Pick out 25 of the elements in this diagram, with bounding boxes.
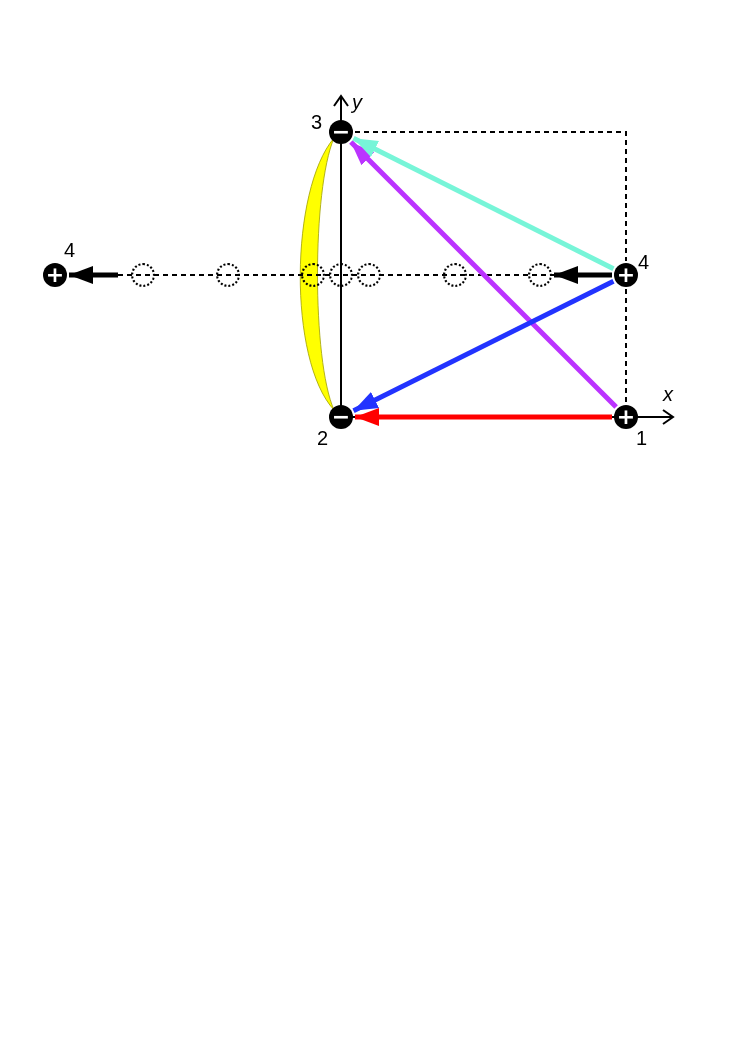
dotted-circle: [357, 263, 381, 287]
dotted-circle: [216, 263, 240, 287]
dotted-circle: [528, 263, 552, 287]
charge-number: 2: [317, 428, 329, 448]
charge-number: 1: [636, 428, 648, 448]
charge-sign: +: [45, 266, 65, 284]
axis-label: y: [352, 92, 362, 112]
charge-sign: −: [331, 408, 351, 426]
arrow: [349, 140, 618, 409]
charge-number: 3: [311, 112, 323, 132]
charge-sign: +: [616, 408, 636, 426]
dotted-circle: [131, 263, 155, 287]
dotted-circle: [329, 263, 353, 287]
charge-sign: +: [616, 266, 636, 284]
arrow: [355, 408, 612, 426]
dotted-circle: [443, 263, 467, 287]
dotted-circle: [301, 263, 325, 287]
axis-label: x: [663, 384, 673, 404]
dashed-line: [625, 288, 627, 404]
arrow: [352, 279, 615, 413]
arrow: [69, 266, 118, 284]
charge-sign: −: [331, 123, 351, 141]
arrow: [554, 266, 612, 284]
charge-number: 4: [638, 252, 650, 272]
charge-number: 4: [64, 240, 76, 260]
